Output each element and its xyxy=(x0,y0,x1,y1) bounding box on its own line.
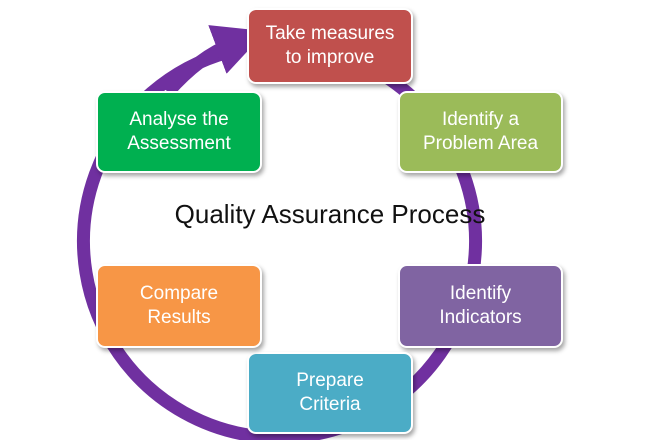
step-compare-results-label: Compare Results xyxy=(139,283,219,328)
step-identify-indicators-label: Identify Indicators xyxy=(439,283,522,328)
step-identify-indicators: Identify Indicators xyxy=(398,264,563,348)
step-identify-problem-area: Identify a Problem Area xyxy=(398,91,563,173)
step-compare-results: Compare Results xyxy=(96,264,262,348)
step-identify-problem-area-label: Identify a Problem Area xyxy=(422,109,539,154)
step-analyse-assessment: Analyse the Assessment xyxy=(96,91,262,173)
step-prepare-criteria-label: Prepare Criteria xyxy=(296,370,364,415)
step-analyse-assessment-label: Analyse the Assessment xyxy=(127,109,231,154)
cycle-arrow-head xyxy=(163,25,267,97)
step-take-measures-label: Take measures to improve xyxy=(265,23,395,68)
step-take-measures: Take measures to improve xyxy=(247,8,413,84)
step-prepare-criteria: Prepare Criteria xyxy=(247,352,413,434)
center-title: Quality Assurance Process xyxy=(174,199,486,229)
